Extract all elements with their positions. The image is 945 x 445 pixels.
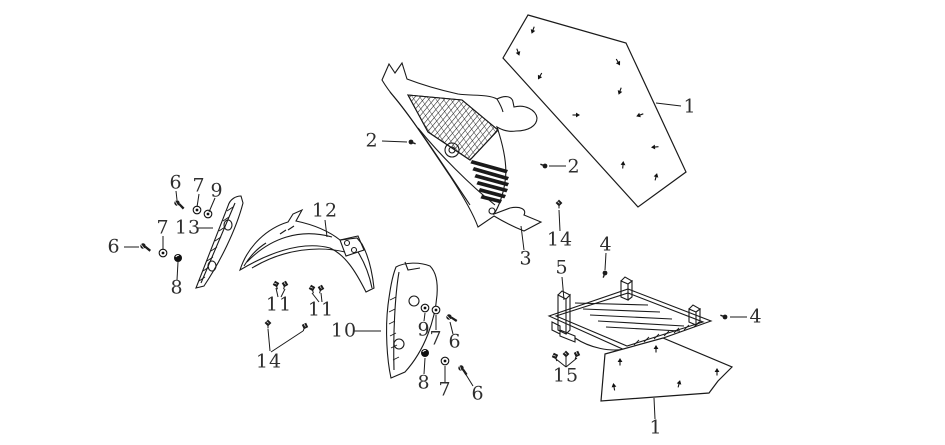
grommet-9-mid-icon — [420, 303, 430, 313]
screw-6-far-left-icon — [139, 242, 153, 253]
part-floor-board — [547, 276, 713, 352]
bolt-4-top-icon — [601, 269, 609, 279]
clip-14-icon — [264, 319, 272, 329]
callout-12: 12 — [311, 199, 339, 222]
callout-7-mid-left: 7 — [156, 216, 170, 239]
callout-8-bottom: 8 — [417, 371, 431, 394]
callout-9-mid: 9 — [417, 318, 431, 341]
bolt-4-right-icon — [719, 313, 729, 321]
callout-9-top-left: 9 — [210, 179, 224, 202]
callout-6-top-left: 6 — [169, 171, 183, 194]
part-side-panel-strip — [386, 261, 438, 379]
callout-7-top-left: 7 — [192, 174, 206, 197]
washer-7-top-icon — [192, 205, 202, 215]
screw-6-top-left-icon — [172, 199, 187, 211]
cap-8-left-icon — [173, 253, 183, 263]
callout-5: 5 — [555, 256, 569, 279]
callout-4-right: 4 — [749, 305, 763, 328]
cap-8-bottom-icon — [420, 348, 430, 358]
screw-6-bottom-icon — [456, 363, 471, 377]
screw-2-left-icon — [407, 138, 417, 146]
callout-13: 13 — [174, 216, 202, 239]
callout-7-bottom: 7 — [438, 378, 452, 401]
clip-11-icon — [315, 283, 326, 295]
clip-11-icon — [279, 279, 290, 291]
callout-11-left: 11 — [265, 293, 293, 316]
part-panel-upper — [502, 14, 687, 208]
grommet-9-top-icon — [203, 209, 213, 219]
callout-4-top: 4 — [599, 233, 613, 256]
part-center-body-cover — [381, 61, 543, 232]
washer-7-bottom-icon — [440, 356, 450, 366]
screw-2-right-icon — [539, 162, 549, 170]
vent-stripes — [470, 160, 509, 204]
callout-6-mid: 6 — [448, 330, 462, 353]
washer-7-mid-icon — [431, 305, 441, 315]
part-panel-lower — [600, 337, 734, 402]
callout-2-right: 2 — [567, 155, 581, 178]
callout-2-left: 2 — [365, 129, 379, 152]
clip-14-icon — [299, 321, 310, 333]
callout-14-center: 14 — [546, 228, 574, 251]
clip-14-icon — [555, 199, 563, 209]
callout-15: 15 — [552, 364, 580, 387]
leader-lines — [124, 102, 747, 420]
part-left-garnish-strip — [195, 195, 244, 289]
callout-7-mid: 7 — [429, 327, 443, 350]
callout-6-far-left: 6 — [107, 235, 121, 258]
callout-1-lower-panel: 1 — [649, 416, 663, 439]
screw-6-mid-icon — [445, 313, 459, 323]
part-front-fender — [239, 208, 375, 293]
washer-7-left-icon — [158, 248, 168, 258]
callout-14-bottom-left: 14 — [255, 350, 283, 373]
callout-3: 3 — [519, 247, 533, 270]
callout-6-bottom: 6 — [471, 382, 485, 405]
callout-1-upper-panel: 1 — [683, 95, 697, 118]
callout-11-right: 11 — [307, 298, 335, 321]
callout-8-left: 8 — [170, 276, 184, 299]
clip-11-icon — [307, 283, 318, 295]
callout-10: 10 — [330, 319, 358, 342]
